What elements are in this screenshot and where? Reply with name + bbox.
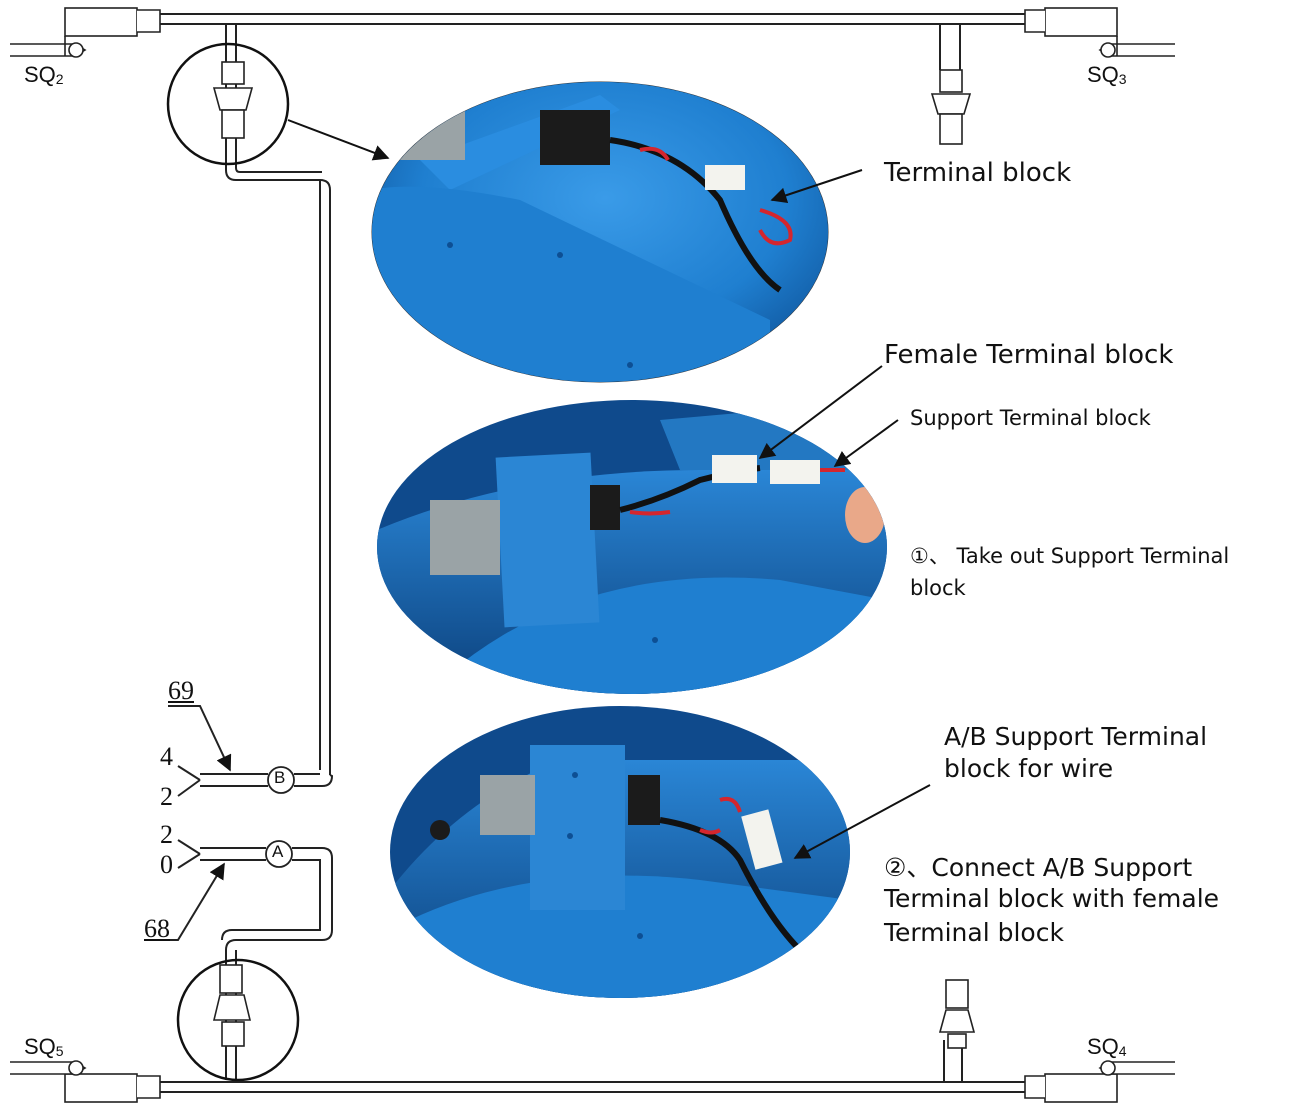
wire-b-marker-label: B [274,768,286,787]
wire-a-ref: 68 [144,914,170,943]
wire-a-pin-top: 2 [160,820,173,849]
connector-bottom-left [212,964,252,1047]
connector-top-left [212,61,254,139]
switch-sq2-body [10,7,161,58]
wire-b [168,705,334,797]
wire-b-marker [267,766,295,794]
label-female-terminal-block: Female Terminal block [884,340,1174,370]
label-ab-support-line2: block for wire [944,754,1114,783]
switch-sq4-body [1024,1060,1175,1103]
switch-sq3-body [1024,7,1175,58]
highlight-circle-bottom [176,958,300,1082]
label-step1-line2: block [910,576,966,600]
highlight-circle-top [166,42,290,166]
wire-a-marker-label: A [272,842,284,861]
wire-a-pin-bottom: 0 [160,850,173,879]
label-terminal-block: Terminal block [884,158,1072,188]
label-step2-line2: Terminal block with female [884,884,1220,913]
photo-ab-support [390,706,850,998]
label-step1-line1: ①、 Take out Support Terminal [910,544,1230,568]
connector-top-right [930,69,972,145]
label-sq2: SQ2 [24,62,64,87]
label-support-terminal-block: Support Terminal block [910,406,1151,430]
photo-terminal-block [371,81,829,383]
switch-sq5-body [10,1060,161,1103]
label-step2-line1: ②、Connect A/B Support [884,853,1193,882]
wire-b-pin-bottom: 2 [160,782,173,811]
label-step2-line3: Terminal block [884,918,1064,947]
connector-bottom-right [938,979,976,1049]
wire-b-pin-top: 4 [160,742,173,771]
label-sq3: SQ3 [1087,62,1127,87]
label-ab-support-line1: A/B Support Terminal [944,722,1208,751]
wire-a [148,839,333,1080]
wire-b-ref: 69 [168,676,194,705]
top-harness [160,13,1030,775]
callout-arrows [287,119,931,859]
wire-a-marker [265,840,293,868]
photo-support-terminal [377,400,887,694]
label-sq4: SQ4 [1087,1034,1127,1059]
label-sq5: SQ5 [24,1034,64,1059]
